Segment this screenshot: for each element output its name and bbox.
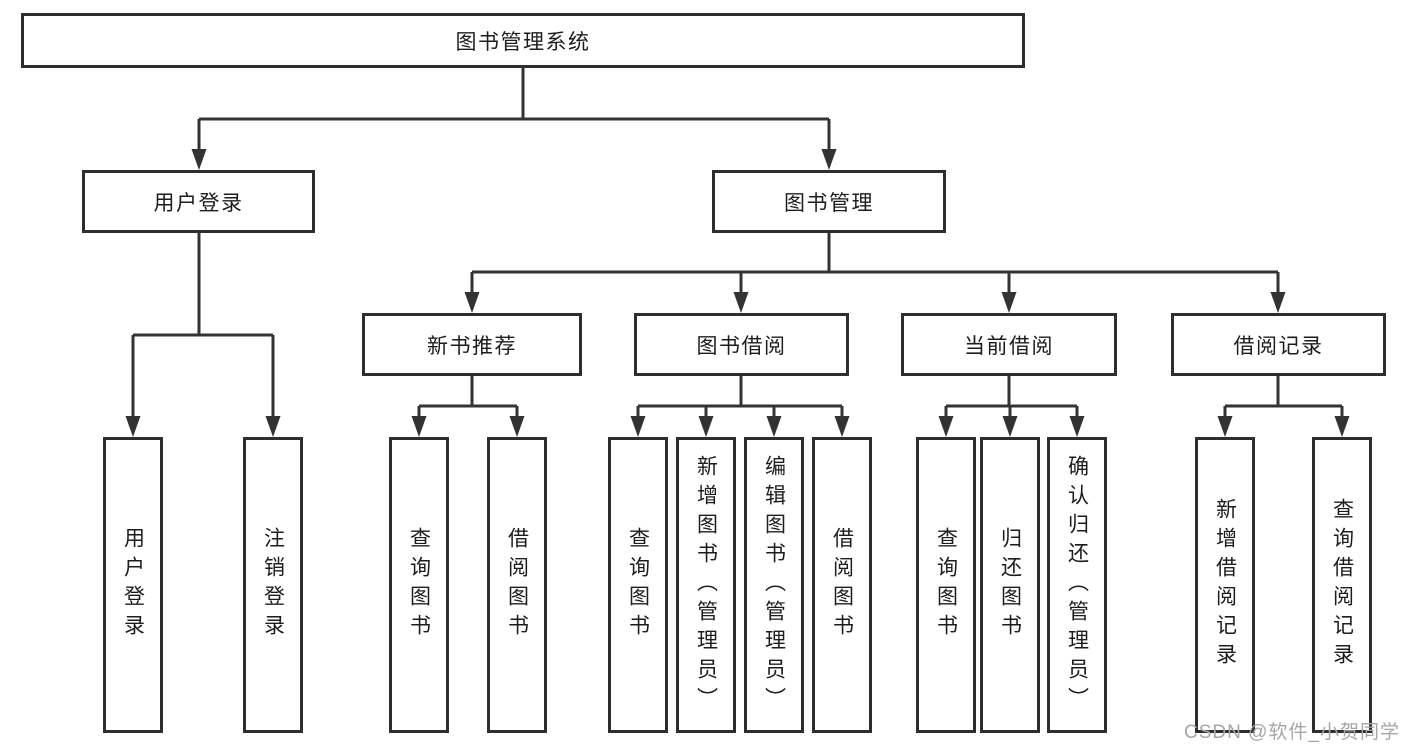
node-label: 归还图书	[998, 527, 1022, 643]
node-records-add-borrow-record: 新增借阅记录	[1195, 437, 1255, 733]
node-label: 查询图书	[626, 527, 650, 643]
node-user-login-action: 用户登录	[103, 437, 163, 733]
node-label: 查询图书	[934, 527, 958, 643]
node-label: 新增图书（管理员）	[694, 454, 718, 716]
connector-borrowing-records	[1223, 376, 1344, 419]
node-current-query-books: 查询图书	[916, 437, 976, 733]
node-book-management: 图书管理	[712, 170, 946, 233]
node-new-book-recommendation: 新书推荐	[362, 313, 582, 376]
node-label: 借阅图书	[505, 527, 529, 643]
node-borrowing-edit-books-admin: 编辑图书（管理员）	[744, 437, 804, 733]
connector-current-borrowing	[944, 376, 1079, 419]
node-current-confirm-return-admin: 确认归还（管理员）	[1047, 437, 1107, 733]
node-library-system: 图书管理系统	[21, 13, 1025, 68]
arrowhead-icons	[125, 149, 1350, 437]
node-borrowing-query-books: 查询图书	[608, 437, 668, 733]
node-label: 注销登录	[261, 527, 285, 643]
connector-user-login	[131, 233, 275, 419]
connector-book-management	[470, 233, 1280, 295]
connector-book-borrowing	[636, 376, 844, 419]
node-recommend-borrow-books: 借阅图书	[487, 437, 547, 733]
node-logout-action: 注销登录	[243, 437, 303, 733]
node-label: 新增借阅记录	[1213, 498, 1237, 672]
node-current-borrowing: 当前借阅	[901, 313, 1117, 376]
node-label: 确认归还（管理员）	[1065, 454, 1089, 716]
node-borrowing-borrow-books: 借阅图书	[812, 437, 872, 733]
node-label: 查询借阅记录	[1330, 498, 1354, 672]
connector-root	[197, 68, 831, 152]
node-recommend-query-books: 查询图书	[389, 437, 449, 733]
node-label: 借阅图书	[830, 527, 854, 643]
node-book-borrowing: 图书借阅	[634, 313, 849, 376]
watermark: CSDN @软件_小贺同学	[1184, 722, 1400, 743]
node-current-return-books: 归还图书	[980, 437, 1040, 733]
connector-new-book-recommendation	[417, 376, 519, 419]
node-borrowing-records: 借阅记录	[1171, 313, 1386, 376]
node-borrowing-add-books-admin: 新增图书（管理员）	[676, 437, 736, 733]
node-records-query-borrow-record: 查询借阅记录	[1312, 437, 1372, 733]
node-user-login: 用户登录	[82, 170, 315, 233]
node-label: 编辑图书（管理员）	[762, 454, 786, 716]
node-label: 查询图书	[407, 527, 431, 643]
node-label: 用户登录	[121, 527, 145, 643]
